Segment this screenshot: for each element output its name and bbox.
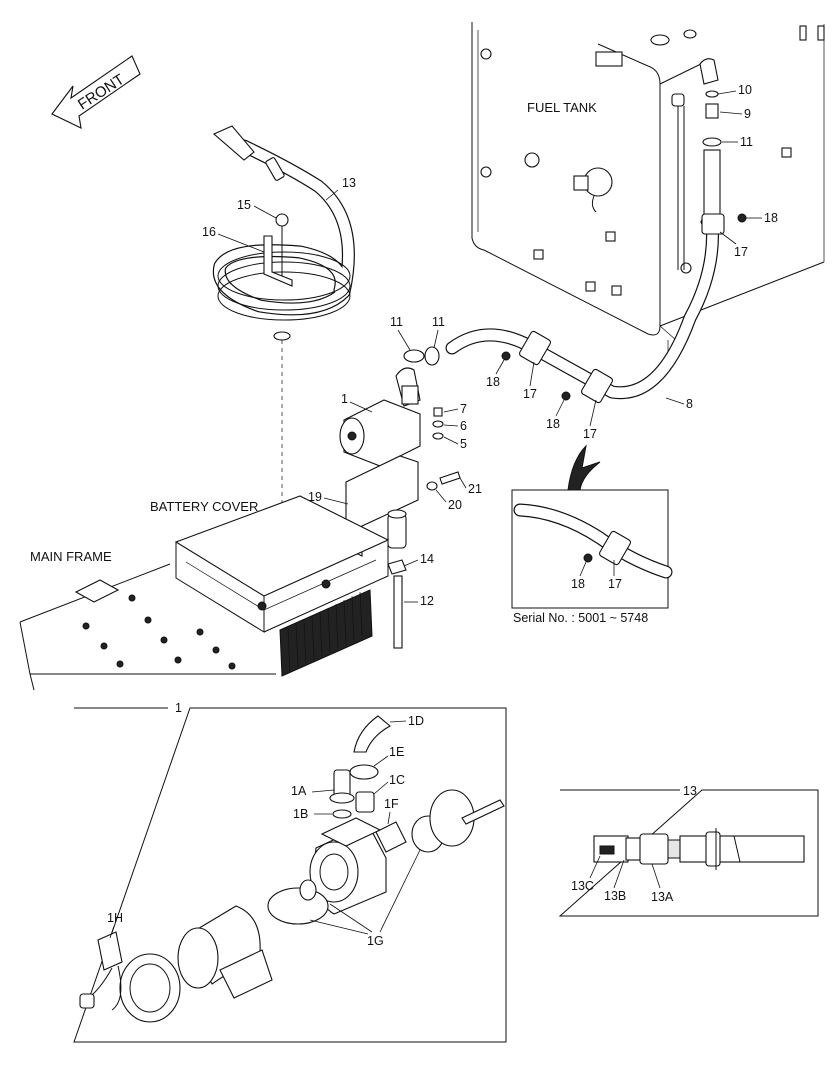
callout-11a: 11 (390, 315, 403, 329)
callout-13c: 13C (571, 879, 594, 893)
callout-1g: 1G (367, 934, 384, 948)
callout-15: 15 (237, 198, 251, 212)
callout-5: 5 (460, 437, 467, 451)
callout-10: 10 (738, 83, 752, 97)
serial-inset: 18 17 Serial No. : 5001 ~ 5748 (511, 444, 673, 625)
callout-16: 16 (202, 225, 216, 239)
front-arrow-icon: FRONT (51, 55, 141, 129)
callout-8: 8 (686, 397, 693, 411)
fuel-hose-8 (445, 215, 719, 400)
callout-14: 14 (420, 552, 434, 566)
detail-1-panel: 1 1D 1E 1C 1A 1B (73, 701, 507, 1043)
callout-20: 20 (448, 498, 462, 512)
callout-1a: 1A (291, 784, 307, 798)
main-frame-label: MAIN FRAME (30, 549, 112, 564)
callout-17c: 17 (608, 577, 622, 591)
detail-13-panel: 13 13C 13B 13A (558, 784, 819, 917)
coil-bracket (263, 213, 293, 512)
callout-7: 7 (460, 402, 467, 416)
callout-6: 6 (460, 419, 467, 433)
callout-1: 1 (341, 392, 348, 406)
detail-13-title: 13 (683, 784, 697, 798)
callout-18a: 18 (486, 375, 500, 389)
main-frame: BATTERY COVER MAIN FRAME (19, 495, 390, 691)
fuel-pump-icon (339, 346, 444, 467)
callout-1e: 1E (389, 745, 404, 759)
callout-13: 13 (342, 176, 356, 190)
callout-13b: 13B (604, 889, 626, 903)
hose-clamps (501, 213, 747, 404)
callout-9: 9 (744, 107, 751, 121)
callout-13a: 13A (651, 890, 674, 904)
callouts: 10 9 11 18 17 13 15 16 11 11 18 17 18 17… (202, 83, 778, 608)
callout-17d: 17 (734, 245, 748, 259)
serial-note: Serial No. : 5001 ~ 5748 (513, 611, 648, 625)
callout-18d: 18 (764, 211, 778, 225)
tank-outlet-fittings (699, 58, 724, 228)
detail-1-title: 1 (175, 701, 182, 715)
callout-1d: 1D (408, 714, 424, 728)
callout-11b: 11 (432, 315, 445, 329)
fuel-hose-13 (212, 125, 355, 321)
callout-17a: 17 (523, 387, 537, 401)
callout-1c: 1C (389, 773, 405, 787)
callout-21: 21 (468, 482, 482, 496)
callout-12: 12 (420, 594, 434, 608)
frame-bolts (82, 579, 331, 670)
fuel-tank-label: FUEL TANK (527, 100, 597, 115)
callout-19: 19 (308, 490, 322, 504)
callout-11c: 11 (740, 135, 753, 149)
radiator-grille (279, 589, 373, 677)
callout-17b: 17 (583, 427, 597, 441)
callout-1f: 1F (384, 797, 399, 811)
battery-cover-label: BATTERY COVER (150, 499, 258, 514)
fuel-tank: FUEL TANK (471, 22, 825, 354)
callout-18b: 18 (546, 417, 560, 431)
callout-1h: 1H (107, 911, 123, 925)
callout-1b: 1B (293, 807, 308, 821)
callout-18c: 18 (571, 577, 585, 591)
